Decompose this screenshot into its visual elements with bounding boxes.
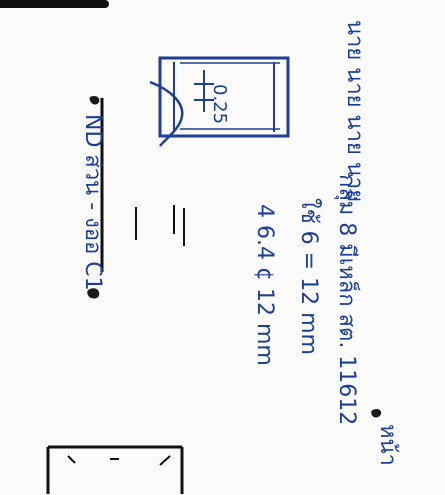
marks-near-section <box>135 205 185 246</box>
bottom-dot-left <box>87 288 100 299</box>
section-label-text: ND ส่วน - งออ C1 <box>80 114 105 291</box>
top-dot-left <box>89 96 100 105</box>
bars-spec-text: 4 6.4 ¢ 12 mm <box>252 204 277 366</box>
section-curve <box>149 80 184 147</box>
dimension-ticks <box>194 83 214 101</box>
section-rectangle <box>158 56 290 138</box>
right-dot <box>371 409 382 418</box>
diameter-spec-text: ใช้ 6 = 12 mm <box>296 198 322 355</box>
dimension-label-text: 0.25 <box>209 84 230 124</box>
corner-label-text: หน้า <box>375 424 400 466</box>
header-line-text: นาย นาย นาย นาย <box>342 20 367 202</box>
bottom-box-details <box>67 455 171 466</box>
subject-line-text: กลุ่ม 8 มีเหล็ก สต. 11612 <box>334 174 362 425</box>
bottom-box <box>46 445 184 494</box>
